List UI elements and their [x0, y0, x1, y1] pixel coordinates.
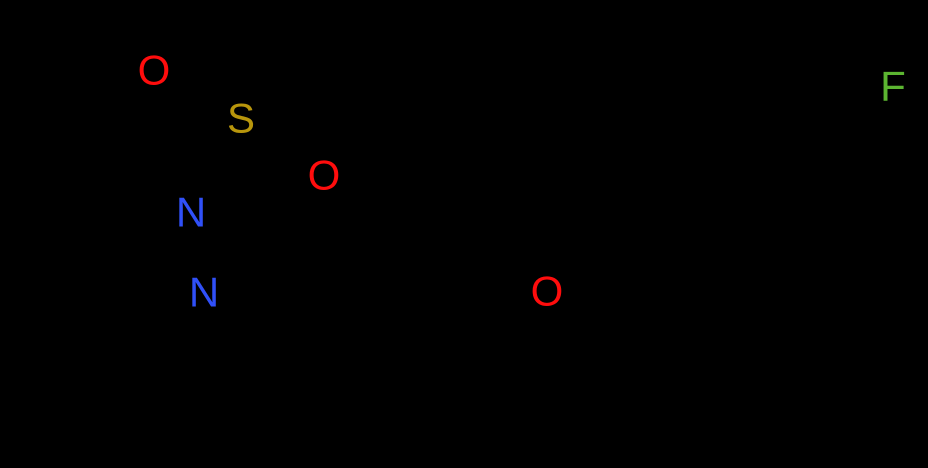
bond-layer	[12, 47, 876, 383]
ring-bond	[12, 302, 89, 355]
s-n1-single	[198, 134, 234, 196]
chain-bond	[322, 215, 423, 251]
ring-bond	[235, 297, 286, 375]
chain-bond	[280, 245, 328, 303]
atom-label-f-f1: F	[880, 63, 906, 110]
ring-bond	[12, 219, 38, 308]
atom-label-o-o3: O	[531, 268, 564, 315]
n1-ring	[117, 219, 176, 256]
c-o2-link	[321, 193, 328, 251]
ring-bond	[12, 302, 89, 355]
aromatic-bond	[752, 206, 848, 299]
c-ether-o	[489, 265, 530, 286]
s-o1-double-a	[166, 83, 222, 117]
chain-bond	[417, 215, 495, 271]
aromatic-bond-a	[714, 95, 809, 130]
atom-label-o-o1: O	[138, 47, 171, 94]
n2-ring	[209, 309, 241, 375]
atom-label-n-n2: N	[189, 269, 219, 316]
c-f-single	[805, 91, 876, 123]
aromatic-bond	[805, 117, 843, 218]
ether-o-aryl	[563, 245, 626, 284]
s-n1-single	[198, 134, 234, 196]
ring-bond	[154, 369, 241, 383]
chain-bond	[417, 215, 495, 271]
ring-bond	[154, 369, 241, 383]
aromatic-bond-b	[761, 217, 848, 299]
c-f-single	[805, 91, 876, 123]
s-o1-double-b	[173, 71, 229, 105]
n1-n2-single	[191, 230, 204, 274]
s-methyl	[259, 109, 303, 119]
s-o2-double-a	[252, 133, 306, 172]
ring-bond	[83, 349, 160, 383]
c-o2-link	[321, 193, 328, 251]
atom-label-o-o2: O	[308, 152, 341, 199]
s-o1-double	[166, 71, 229, 117]
ring-bond	[12, 219, 38, 308]
aromatic-bond-b	[613, 145, 637, 250]
aromatic-bond	[620, 245, 763, 293]
aromatic-bond-a	[752, 206, 839, 288]
aromatic-bond-a	[626, 148, 650, 253]
n2-ring	[209, 309, 241, 375]
n1-n2-single	[191, 230, 204, 274]
ring-bond	[32, 219, 123, 256]
chain-bond	[322, 215, 423, 251]
alkyl-bond	[297, 47, 383, 115]
alkyl-bond	[297, 47, 383, 115]
aromatic-bond-b	[719, 82, 814, 117]
chain-bond	[280, 245, 328, 303]
n1-ring	[117, 219, 176, 256]
atom-label-n-n1: N	[176, 189, 206, 236]
ring-bond	[32, 219, 123, 256]
ether-o-aryl	[563, 245, 626, 284]
aromatic-bond	[620, 245, 763, 293]
s-methyl	[259, 109, 303, 119]
s-o2-double-b	[259, 121, 313, 160]
c-ether-o	[489, 265, 530, 286]
aromatic-bond	[637, 89, 723, 153]
aromatic-bond	[714, 82, 814, 130]
atom-label-layer: O S O NN O F	[138, 47, 906, 316]
atom-label-s-s1: S	[227, 95, 255, 142]
s-o2-double	[252, 121, 313, 172]
aromatic-bond	[637, 89, 723, 153]
ring-bond	[235, 297, 286, 375]
aromatic-bond	[613, 145, 650, 253]
ring-bond	[83, 349, 160, 383]
aromatic-bond	[805, 117, 843, 218]
